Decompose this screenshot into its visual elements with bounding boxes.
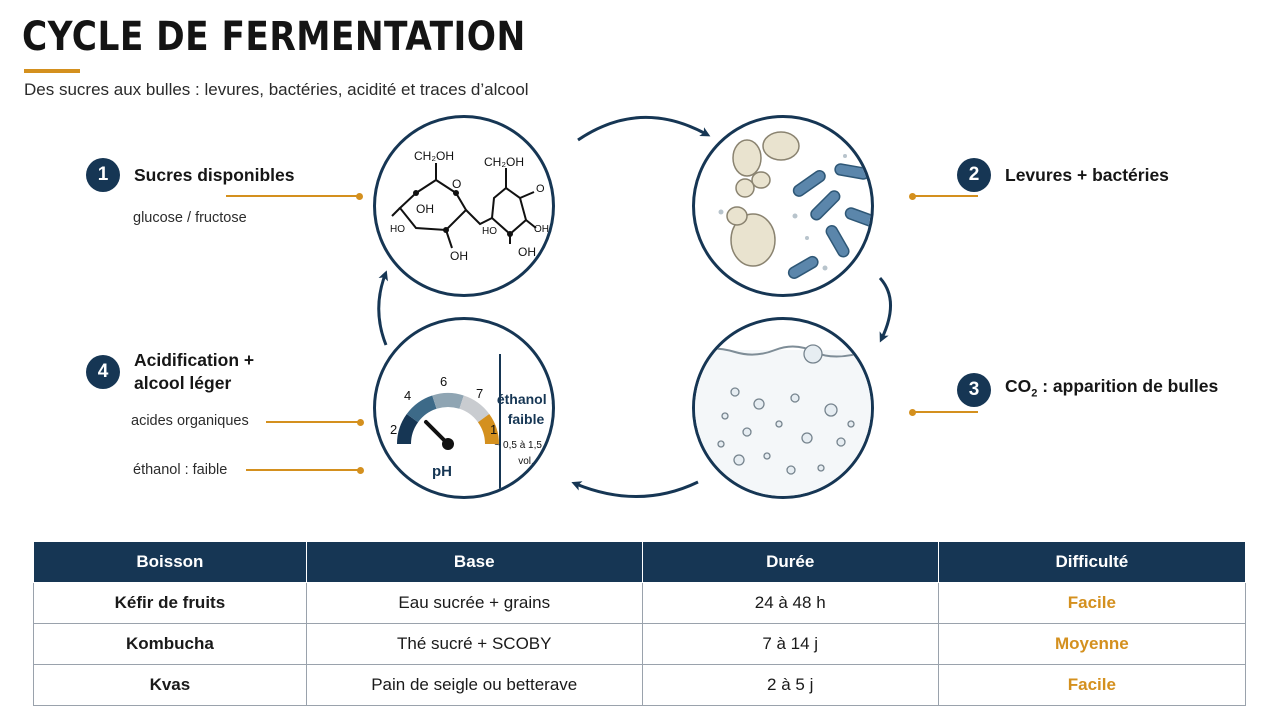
step-3: 3 CO2 : apparition de bulles bbox=[957, 373, 1218, 407]
cell-base: Pain de seigle ou betterave bbox=[305, 664, 643, 706]
label-ch2oh-2: CH₂OH bbox=[484, 155, 524, 169]
cell-difficulte: Moyenne bbox=[937, 623, 1247, 665]
step-1-number: 1 bbox=[86, 158, 120, 192]
cell-duree: 7 à 14 j bbox=[641, 623, 939, 665]
header-boisson: Boisson bbox=[33, 541, 307, 583]
cell-duree: 24 à 48 h bbox=[641, 582, 939, 624]
page-subtitle: Des sucres aux bulles : levures, bactéri… bbox=[24, 80, 529, 99]
cell-base: Eau sucrée + grains bbox=[305, 582, 643, 624]
step-4-number: 4 bbox=[86, 355, 120, 389]
label-oh-4: OH bbox=[518, 245, 536, 259]
label-ho-2: HO bbox=[482, 226, 497, 237]
ph-tick-7: 7 bbox=[476, 386, 483, 401]
ethanol-title-line1: éthanol : bbox=[497, 391, 552, 407]
step-1-label: Sucres disponibles bbox=[134, 164, 295, 185]
arrow-3-to-4 bbox=[571, 480, 699, 498]
step-4-label: Acidification +alcool léger bbox=[134, 350, 255, 393]
ph-gauge-icon: 2 4 6 7 1 pH éthanol : faible ~ 0,5 à 1,… bbox=[390, 354, 552, 490]
label-o-2: O bbox=[536, 183, 545, 195]
label-ho-1: HO bbox=[390, 224, 405, 235]
cell-boisson: Kombucha bbox=[33, 623, 307, 665]
header-base: Base bbox=[305, 541, 643, 583]
circle-co2-bubbles bbox=[692, 317, 874, 499]
microbes-icon bbox=[718, 131, 871, 279]
label-ch2oh-1: CH₂OH bbox=[414, 149, 454, 163]
circle-sugars: CH₂OH O OH HO OH HO CH₂OH O OH OH bbox=[373, 115, 555, 297]
ph-tick-4: 4 bbox=[404, 388, 411, 403]
table-row: Kombucha Thé sucré + SCOBY 7 à 14 j Moye… bbox=[33, 623, 1247, 665]
cell-difficulte: Facile bbox=[937, 582, 1247, 624]
ph-label: pH bbox=[432, 463, 452, 480]
header-duree: Durée bbox=[641, 541, 939, 583]
header-difficulte: Difficulté bbox=[937, 541, 1247, 583]
ph-tick-6: 6 bbox=[440, 374, 447, 389]
title-underline bbox=[24, 69, 80, 73]
step-2-leader bbox=[909, 192, 978, 200]
sugar-molecule-icon: CH₂OH O OH HO OH HO CH₂OH O OH OH bbox=[390, 149, 549, 263]
bubbles-icon bbox=[695, 344, 871, 496]
gauge-arc-segment-4 bbox=[459, 395, 490, 423]
table-header-row: Boisson Base Durée Difficulté bbox=[33, 541, 1247, 583]
step-3-leader bbox=[909, 408, 978, 416]
label-oh-2: OH bbox=[450, 249, 468, 263]
gauge-arc-segment-1 bbox=[397, 414, 419, 445]
step-4-leader-acids bbox=[266, 418, 364, 426]
cell-boisson: Kvas bbox=[33, 664, 307, 706]
step-1: 1 Sucres disponibles bbox=[86, 158, 294, 192]
gauge-arc-segment-3 bbox=[432, 393, 464, 409]
step-4-leader-ethanol bbox=[246, 466, 364, 474]
step-2-label: Levures + bactéries bbox=[1005, 164, 1169, 185]
arrow-2-to-3 bbox=[878, 276, 892, 343]
table-row: Kvas Pain de seigle ou betterave 2 à 5 j… bbox=[33, 664, 1247, 706]
step-1-leader bbox=[226, 192, 363, 200]
cell-boisson: Kéfir de fruits bbox=[33, 582, 307, 624]
ethanol-title-line2: faible bbox=[508, 411, 545, 427]
cell-base: Thé sucré + SCOBY bbox=[305, 623, 643, 665]
table-row: Kéfir de fruits Eau sucrée + grains 24 à… bbox=[33, 582, 1247, 624]
arrow-1-to-2 bbox=[577, 116, 711, 142]
label-o-1: O bbox=[452, 177, 461, 191]
ph-tick-2: 2 bbox=[390, 422, 397, 437]
step-4-sublabel-ethanol: éthanol : faible bbox=[133, 462, 228, 478]
step-4-sublabel-acids: acides organiques bbox=[131, 413, 249, 429]
step-3-label: CO2 : apparition de bulles bbox=[1005, 375, 1219, 400]
page-title: CYCLE DE FERMENTATION bbox=[22, 14, 526, 60]
label-oh-1: OH bbox=[416, 202, 434, 216]
circle-yeasts-bacteria bbox=[692, 115, 874, 297]
cell-duree: 2 à 5 j bbox=[641, 664, 939, 706]
step-1-sublabel: glucose / fructose bbox=[133, 210, 247, 226]
step-2-number: 2 bbox=[957, 158, 991, 192]
step-3-number: 3 bbox=[957, 373, 991, 407]
circle-ph-gauge: 2 4 6 7 1 pH éthanol : faible ~ 0,5 à 1,… bbox=[373, 317, 555, 499]
label-oh-3: OH bbox=[534, 224, 549, 235]
gauge-arc-segment-2 bbox=[406, 395, 437, 423]
step-4: 4 Acidification +alcool léger bbox=[86, 349, 254, 395]
ethanol-note-line2: vol. bbox=[518, 456, 534, 467]
beverages-table: Boisson Base Durée Difficulté Kéfir de f… bbox=[33, 541, 1247, 706]
cell-difficulte: Facile bbox=[937, 664, 1247, 706]
ethanol-note-line1: ~ 0,5 à 1,5 % bbox=[494, 440, 552, 451]
step-2: 2 Levures + bactéries bbox=[957, 158, 1169, 192]
ph-tick-1: 1 bbox=[490, 422, 497, 437]
gauge-arc-segment-5 bbox=[477, 414, 499, 445]
